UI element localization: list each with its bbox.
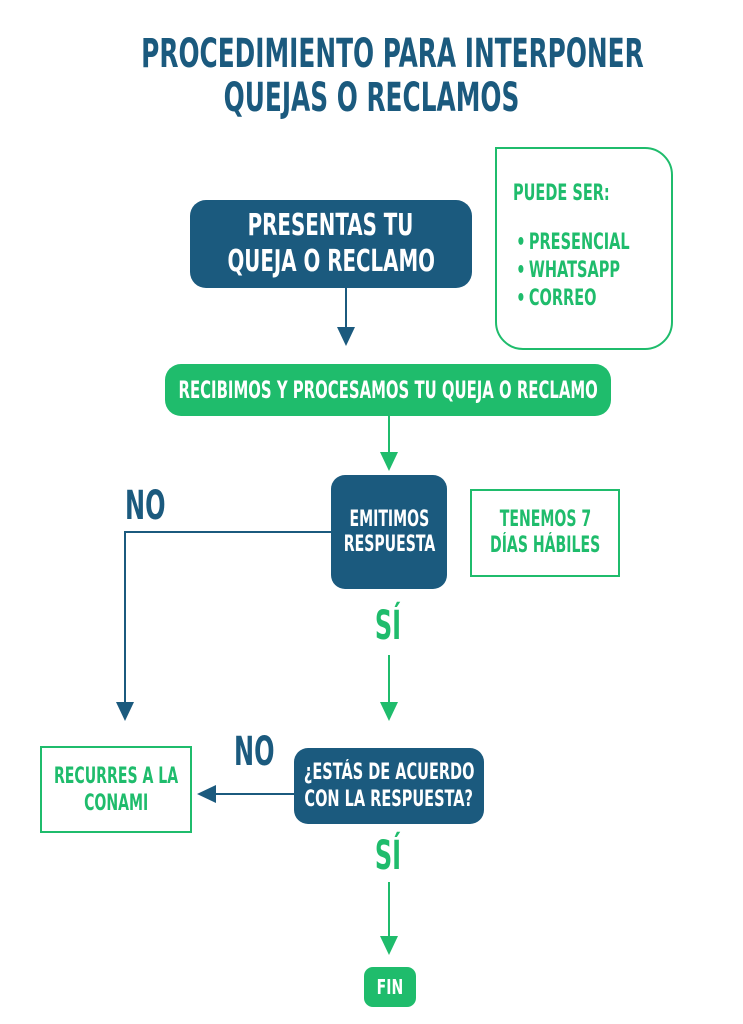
arrowhead-acuerdo-no-to-recurres bbox=[197, 785, 216, 803]
arrowhead-emitimos-si-to-acuerdo bbox=[380, 702, 398, 721]
node-emitimos-line-2: RESPUESTA bbox=[343, 532, 435, 557]
note-item-whatsapp: WHATSAPP bbox=[528, 258, 621, 283]
node-emitimos-respuesta: EMITIMOS RESPUESTA bbox=[331, 475, 447, 589]
page-title: PROCEDIMIENTO PARA INTERPONER QUEJAS O R… bbox=[0, 32, 743, 120]
note-tenemos-7-dias: TENEMOS 7 DÍAS HÁBILES bbox=[470, 489, 620, 577]
arrowhead-presentas-to-recibimos bbox=[337, 327, 355, 346]
arrow-emitimos-no-to-recurres bbox=[124, 531, 331, 702]
node-fin-text: FIN bbox=[376, 975, 404, 999]
node-recurres-line-2: CONAMI bbox=[83, 790, 149, 816]
node-presentas-line-2: QUEJA O RECLAMO bbox=[227, 244, 435, 279]
node-recibimos: RECIBIMOS Y PROCESAMOS TU QUEJA O RECLAM… bbox=[165, 364, 611, 416]
note-puede-ser-item: •WHATSAPP bbox=[513, 257, 620, 285]
node-emitimos-line-1: EMITIMOS bbox=[349, 507, 429, 532]
node-recurres-conami: RECURRES A LA CONAMI bbox=[40, 746, 192, 833]
node-presentas-queja: PRESENTAS TU QUEJA O RECLAMO bbox=[190, 200, 472, 288]
note-item-correo: CORREO bbox=[528, 286, 597, 311]
bullet-icon: • bbox=[516, 258, 526, 283]
note-puede-ser: PUEDE SER: •PRESENCIAL •WHATSAPP •CORREO bbox=[495, 147, 673, 350]
edge-label-si-emitimos: SÍ bbox=[374, 603, 402, 649]
bullet-icon: • bbox=[516, 286, 526, 311]
arrowhead-acuerdo-si-to-fin bbox=[380, 936, 398, 955]
note-item-presencial: PRESENCIAL bbox=[528, 230, 630, 255]
node-acuerdo-line-2: CON LA RESPUESTA? bbox=[304, 787, 474, 812]
node-recibimos-text: RECIBIMOS Y PROCESAMOS TU QUEJA O RECLAM… bbox=[178, 376, 598, 404]
node-acuerdo-line-1: ¿ESTÁS DE ACUERDO bbox=[303, 760, 475, 785]
node-estas-de-acuerdo: ¿ESTÁS DE ACUERDO CON LA RESPUESTA? bbox=[294, 748, 484, 824]
edge-label-no-acuerdo: NO bbox=[234, 729, 275, 775]
page-title-line-1: PROCEDIMIENTO PARA INTERPONER bbox=[141, 31, 644, 77]
node-recurres-line-1: RECURRES A LA bbox=[53, 763, 179, 789]
arrowhead-emitimos-no-to-recurres bbox=[116, 702, 134, 721]
note-puede-ser-heading: PUEDE SER: bbox=[513, 181, 610, 206]
node-fin: FIN bbox=[364, 967, 416, 1007]
edge-label-si-acuerdo: SÍ bbox=[374, 833, 402, 879]
edge-label-no-emitimos: NO bbox=[125, 483, 166, 529]
arrowhead-recibimos-to-emitimos bbox=[380, 452, 398, 471]
node-presentas-line-1: PRESENTAS TU bbox=[248, 208, 414, 243]
note-puede-ser-item: •PRESENCIAL bbox=[513, 229, 630, 257]
note-tenemos-line-2: DÍAS HÁBILES bbox=[489, 533, 601, 558]
note-tenemos-line-1: TENEMOS 7 bbox=[499, 507, 591, 532]
note-puede-ser-item: •CORREO bbox=[513, 285, 596, 313]
page-title-line-2: QUEJAS O RECLAMOS bbox=[223, 75, 520, 121]
bullet-icon: • bbox=[516, 230, 526, 255]
